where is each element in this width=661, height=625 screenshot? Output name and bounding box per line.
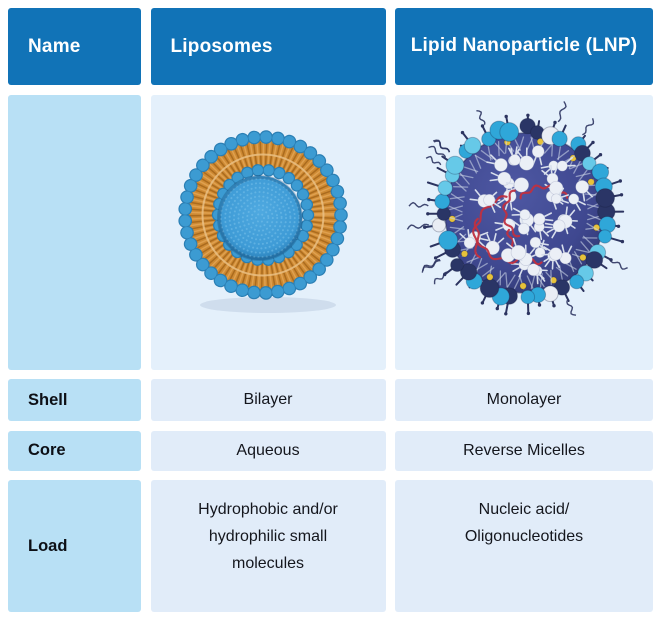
header-liposomes-label: Liposomes bbox=[170, 35, 273, 57]
core-liposomes-value: Aqueous bbox=[236, 441, 300, 459]
load-liposomes-value: Hydrophobic and/or hydrophilic small mol… bbox=[198, 501, 338, 572]
table-grid: Name Liposomes Lipid Nanoparticle (LNP) … bbox=[8, 8, 653, 612]
shell-label: Shell bbox=[28, 390, 68, 409]
header-name-label: Name bbox=[28, 35, 81, 57]
lnp-illustration bbox=[395, 95, 653, 370]
load-liposomes-cell: Hydrophobic and/or hydrophilic small mol… bbox=[150, 480, 386, 612]
shell-liposomes-value: Bilayer bbox=[243, 391, 293, 408]
core-lnp-value: Reverse Micelles bbox=[463, 441, 585, 459]
row-label-shell: Shell bbox=[8, 379, 141, 421]
load-lnp-cell: Nucleic acid/ Oligonucleotides bbox=[395, 480, 653, 612]
header-cell-name: Name bbox=[8, 8, 141, 85]
lnp-illustration-cell bbox=[395, 94, 653, 370]
liposome-illustration-cell bbox=[150, 94, 386, 370]
load-label: Load bbox=[28, 536, 68, 555]
shell-lnp-cell: Monolayer bbox=[395, 379, 653, 421]
header-lnp-label: Lipid Nanoparticle (LNP) bbox=[410, 35, 638, 57]
row-label-core: Core bbox=[8, 430, 141, 471]
header-cell-lnp: Lipid Nanoparticle (LNP) bbox=[395, 8, 653, 85]
image-row-label-cell bbox=[8, 94, 141, 370]
load-lnp-value: Nucleic acid/ Oligonucleotides bbox=[464, 501, 584, 545]
shell-liposomes-cell: Bilayer bbox=[150, 379, 386, 421]
core-lnp-cell: Reverse Micelles bbox=[395, 430, 653, 471]
header-cell-liposomes: Liposomes bbox=[150, 8, 386, 85]
shell-lnp-value: Monolayer bbox=[486, 391, 562, 408]
core-label: Core bbox=[28, 441, 66, 459]
core-liposomes-cell: Aqueous bbox=[150, 430, 386, 471]
liposome-illustration bbox=[151, 95, 386, 370]
row-label-load: Load bbox=[8, 480, 141, 612]
